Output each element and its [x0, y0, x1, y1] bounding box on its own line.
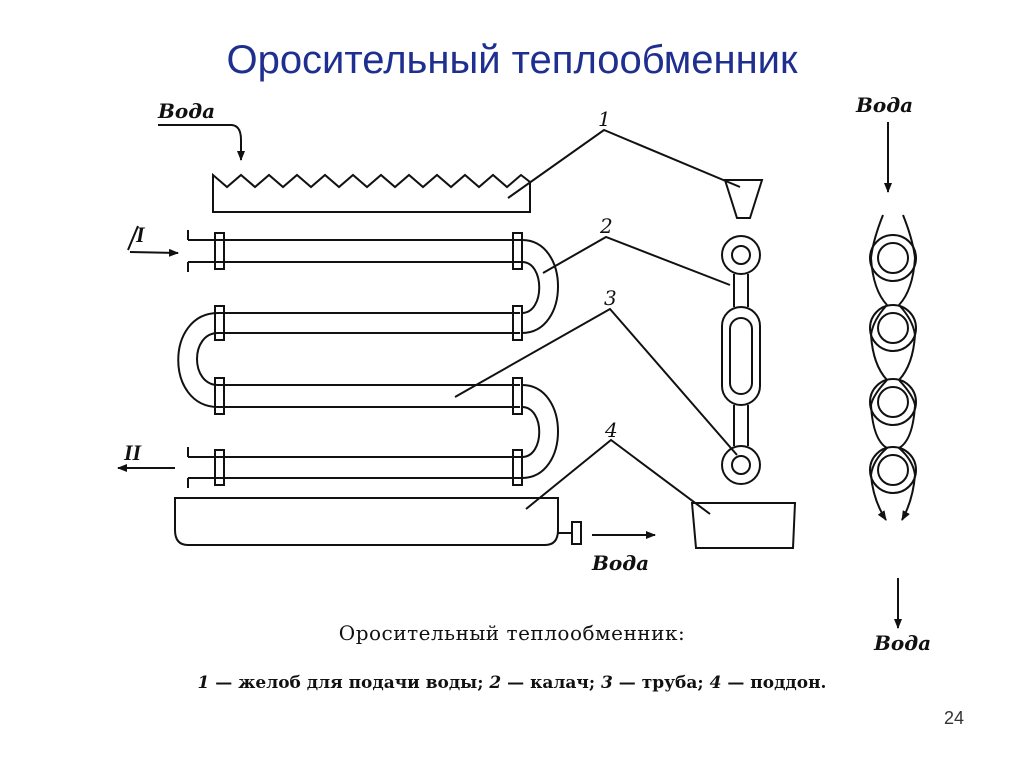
callout-2: 2 [599, 214, 613, 238]
side-view-pipe-stack [721, 235, 761, 485]
water-label-bottom-center: Вода [591, 551, 649, 575]
side-view-trough [723, 179, 764, 219]
water-label-top-right: Вода [855, 93, 913, 117]
callout-1: 1 [598, 107, 611, 131]
callout-4: 4 [604, 418, 618, 442]
water-label-bottom-right: Вода [873, 631, 931, 655]
legend-text-4: поддон. [750, 673, 827, 693]
water-label-top-left: Вода [157, 99, 215, 123]
pipe-row-4 [187, 447, 522, 488]
stream-in-arrow [129, 248, 179, 257]
collection-pan [174, 497, 559, 546]
pipe-flanges [214, 232, 523, 486]
stream-in-label: I [135, 222, 146, 247]
side-view-pan [690, 502, 797, 549]
pipe-row-2 [218, 312, 520, 334]
caption-title: Оросительный теплообменник: [338, 621, 686, 645]
water-inlet-arrow [158, 124, 245, 161]
legend-text-2: калач; [530, 673, 596, 693]
water-film-tubes [869, 214, 917, 521]
slide-title: Оросительный теплообменник [226, 38, 798, 82]
page-number: 24 [944, 708, 965, 728]
legend-text-3: труба; [641, 673, 704, 693]
caption-legend: 1 — желоб для подачи воды; 2 — калач; 3 … [197, 673, 827, 693]
water-trough [212, 172, 531, 213]
u-bends [177, 239, 559, 479]
legend-num-4: 4 [709, 673, 722, 693]
stream-out-label: II [123, 440, 143, 465]
legend-text-1: желоб для подачи воды; [238, 673, 484, 693]
pipe-row-3 [218, 384, 520, 408]
legend-num-3: 3 [601, 673, 613, 693]
legend-num-2: 2 [489, 673, 502, 693]
leader-lines [454, 128, 741, 515]
legend-num-1: 1 [197, 673, 210, 693]
callout-3: 3 [604, 286, 617, 310]
pipe-row-1 [187, 230, 522, 272]
